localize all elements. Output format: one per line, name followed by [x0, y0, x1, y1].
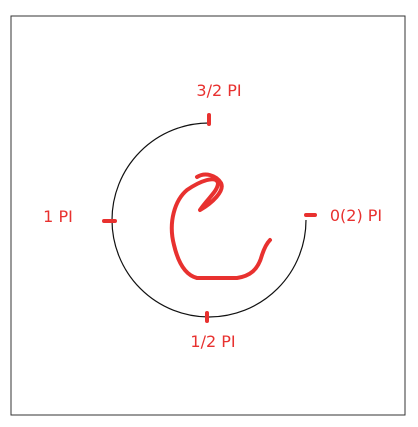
frame-border	[10, 15, 406, 416]
label-one-pi: 1 PI	[43, 207, 73, 226]
arc-path	[111, 122, 307, 318]
hand-drawn-arrow	[169, 172, 272, 280]
label-half-pi: 1/2 PI	[190, 332, 235, 351]
label-three-half-pi: 3/2 PI	[196, 81, 241, 100]
label-zero-pi: 0(2) PI	[330, 206, 382, 225]
